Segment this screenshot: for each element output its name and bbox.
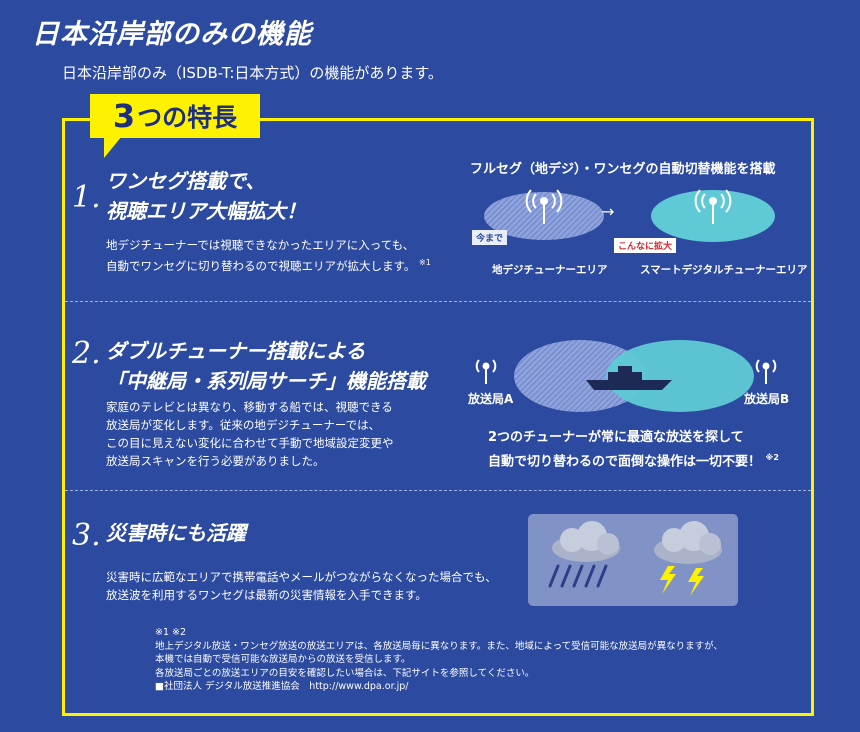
feature-1-number: 1. (72, 180, 101, 215)
divider-1 (65, 301, 811, 302)
features-badge: 3 つの特長 (90, 94, 260, 138)
feature-2-diagram-caption: 2つのチューナーが常に最適な放送を探して 自動で切り替わるので面倒な操作は一切不… (488, 428, 779, 472)
feature-2-number: 2. (72, 336, 101, 371)
feature-2-description: 家庭のテレビとは異なり、移動する船では、視聴できる 放送局が変化します。従来の地… (106, 398, 394, 470)
page-subtitle: 日本沿岸部のみ（ISDB-T:日本方式）の機能があります。 (62, 64, 443, 82)
station-b-area (606, 340, 754, 412)
station-a-area (514, 340, 646, 412)
thunder-cloud-icon (654, 521, 722, 596)
feature-2-desc-line4: 放送局スキャンを行う必要がありました。 (106, 454, 325, 468)
feature-3-desc-line1: 災害時に広範なエリアで携帯電話やメールがつながらなくなった場合でも、 (106, 570, 497, 584)
feature-1-title-line1: ワンセグ搭載で、 (106, 169, 266, 193)
coverage-expansion-diagram (484, 189, 775, 242)
feature-1-title: ワンセグ搭載で、 視聴エリア大幅拡大！ (106, 166, 306, 226)
antenna-icon (525, 189, 563, 224)
smart-tuner-area-label: スマートデジタルチューナーエリア (640, 264, 808, 276)
feature-2-desc-line3: この目に見えない変化に合わせて手動で地域設定変更や (106, 436, 394, 450)
expanded-tag: こんなに拡大 (614, 238, 677, 253)
rain-cloud-icon (548, 521, 620, 588)
station-a-label: 放送局A (468, 392, 514, 406)
feature-2-caption-line1: 2つのチューナーが常に最適な放送を探して (488, 430, 744, 445)
ship-icon (586, 366, 672, 390)
feature-2-desc-line1: 家庭のテレビとは異なり、移動する船では、視聴できる (106, 400, 393, 414)
antenna-icon (755, 359, 777, 384)
footnote-line5: ■社団法人 デジタル放送推進協会 http://www.dpa.or.jp/ (155, 681, 409, 692)
relay-station-diagram (475, 340, 777, 412)
footnote-line4: 各放送局ごとの放送エリアの目安を確認したい場合は、下記サイトを参照してください。 (155, 667, 535, 679)
disaster-illustration (528, 514, 738, 606)
feature-1-desc-line1: 地デジチューナーでは視聴できなかったエリアに入っても、 (106, 238, 415, 252)
feature-2-note: ※2 (765, 453, 779, 462)
footnote-line1: ※1 ※2 (155, 627, 187, 638)
feature-2-title-line1: ダブルチューナー搭載による (106, 339, 366, 363)
badge-text: つの特長 (137, 103, 238, 132)
feature-2-title: ダブルチューナー搭載による 「中継局・系列局サーチ」機能搭載 (106, 336, 426, 396)
feature-1-title-line2: 視聴エリア大幅拡大！ (106, 199, 306, 223)
feature-2-desc-line2: 放送局が変化します。従来の地デジチューナーでは、 (106, 418, 381, 432)
badge-tail (104, 136, 122, 158)
page-title: 日本沿岸部のみの機能 (32, 19, 312, 50)
feature-3-title: 災害時にも活躍 (106, 521, 246, 545)
storm-clouds (548, 521, 722, 596)
feature-1-note: ※1 (419, 258, 431, 267)
divider-2 (65, 490, 811, 491)
station-b-label: 放送局B (744, 392, 790, 406)
feature-1-desc-line2: 自動でワンセグに切り替わるので視聴エリアが拡大します。 (106, 258, 416, 273)
feature-2-caption-line2: 自動で切り替わるので面倒な操作は一切不要！ (488, 454, 762, 470)
footnote-line2: 地上デジタル放送・ワンセグ放送の放送エリアは、各放送局毎に異なります。また、地域… (155, 640, 723, 652)
feature-1-description: 地デジチューナーでは視聴できなかったエリアに入っても、 自動でワンセグに切り替わ… (106, 236, 431, 275)
feature-3-number: 3. (72, 518, 101, 553)
arrow-right-icon: → (601, 202, 615, 221)
features-frame (62, 118, 814, 716)
badge-number: 3 (112, 97, 136, 135)
terrestrial-area-label: 地デジチューナーエリア (492, 264, 608, 276)
footnote-line3: 本機では自動で受信可能な放送局からの放送を受信します。 (155, 654, 411, 665)
before-tag: 今まで (472, 230, 508, 245)
antenna-icon (694, 189, 732, 224)
feature-1-diagram-caption: フルセグ（地デジ）・ワンセグの自動切替機能を搭載 (470, 162, 776, 177)
feature-3-desc-line2: 放送波を利用するワンセグは最新の災害情報を入手できます。 (106, 588, 427, 602)
antenna-icon (475, 359, 497, 384)
footnote: ※1 ※2 地上デジタル放送・ワンセグ放送の放送エリアは、各放送局毎に異なります… (155, 626, 723, 694)
feature-2-title-line2: 「中継局・系列局サーチ」機能搭載 (106, 369, 426, 393)
feature-3-description: 災害時に広範なエリアで携帯電話やメールがつながらなくなった場合でも、 放送波を利… (106, 568, 497, 604)
